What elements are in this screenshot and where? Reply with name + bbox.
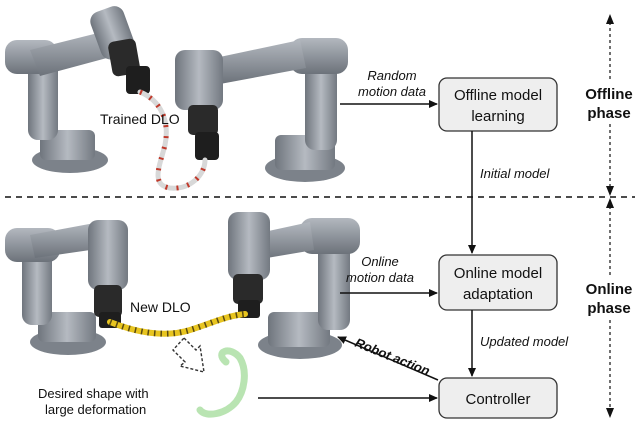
controller-box: Controller — [438, 377, 558, 419]
online-model-adaptation-box: Online model adaptation — [438, 254, 558, 311]
robot-right-online — [228, 212, 360, 359]
trained-dlo-marks — [138, 89, 208, 191]
robot-action-label: Robot action — [353, 335, 432, 379]
offline-box-line1: Offline model — [454, 87, 542, 104]
online-motion-label-2: motion data — [346, 270, 414, 285]
controller-label: Controller — [465, 391, 530, 408]
offline-phase-bg — [578, 80, 640, 124]
new-dlo-cable — [107, 311, 248, 337]
robot-left-online — [5, 220, 128, 355]
desired-shape-label-1: Desired shape with — [38, 386, 149, 401]
online-phase-arrow-top — [606, 198, 614, 208]
offline-phase-arrow-bottom — [606, 186, 614, 196]
new-dlo-label: New DLO — [130, 299, 191, 315]
trained-dlo-label: Trained DLO — [100, 111, 180, 127]
online-phase-label-1: Online — [586, 281, 633, 298]
offline-phase-arrow-top — [606, 14, 614, 24]
transform-arrow — [172, 336, 205, 373]
desired-shape-label-2: large deformation — [45, 402, 146, 417]
offline-phase-label-2: phase — [587, 105, 630, 122]
robot-right-offline — [175, 38, 348, 182]
random-motion-label-2: motion data — [358, 84, 426, 99]
offline-phase-label-1: Offline — [585, 86, 633, 103]
robot-left-offline — [5, 6, 150, 173]
offline-box-line2: learning — [471, 108, 524, 125]
online-phase-bg — [578, 276, 640, 320]
random-motion-label-1: Random — [367, 68, 416, 83]
updated-model-label: Updated model — [480, 334, 569, 349]
online-phase-label-2: phase — [587, 300, 630, 317]
online-phase-arrow-bottom — [606, 408, 614, 418]
online-motion-label-1: Online — [361, 254, 399, 269]
online-box-line1: Online model — [454, 265, 542, 282]
online-box-line2: adaptation — [463, 286, 533, 303]
arrow-robot-action — [337, 336, 439, 381]
offline-model-learning-box: Offline model learning — [438, 77, 558, 132]
initial-model-label: Initial model — [480, 166, 550, 181]
desired-shape — [196, 347, 248, 418]
